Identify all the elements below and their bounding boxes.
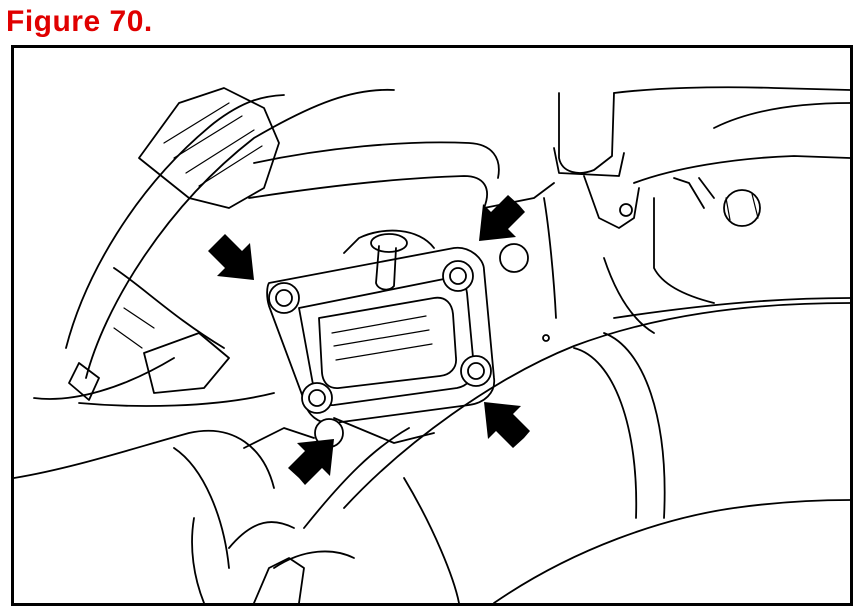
left-hose-assembly (14, 87, 500, 569)
illustration-frame (11, 45, 853, 606)
lower-right-pipe (191, 297, 850, 603)
callout-arrows (208, 195, 530, 485)
bolt-top-right (442, 260, 474, 292)
arrow-bottom-right (484, 402, 530, 448)
arrow-top-right (479, 195, 525, 241)
bolt-bottom-right (460, 355, 492, 387)
figure-title: Figure 70. (6, 5, 153, 38)
bolt-top-left (268, 282, 300, 314)
bolt-bottom-left (301, 382, 333, 414)
arrow-bottom-left (288, 439, 334, 485)
line-drawing (14, 86, 850, 603)
cover-plate (243, 229, 550, 449)
upper-right-housing (483, 86, 850, 334)
arrow-top-left (208, 234, 254, 280)
